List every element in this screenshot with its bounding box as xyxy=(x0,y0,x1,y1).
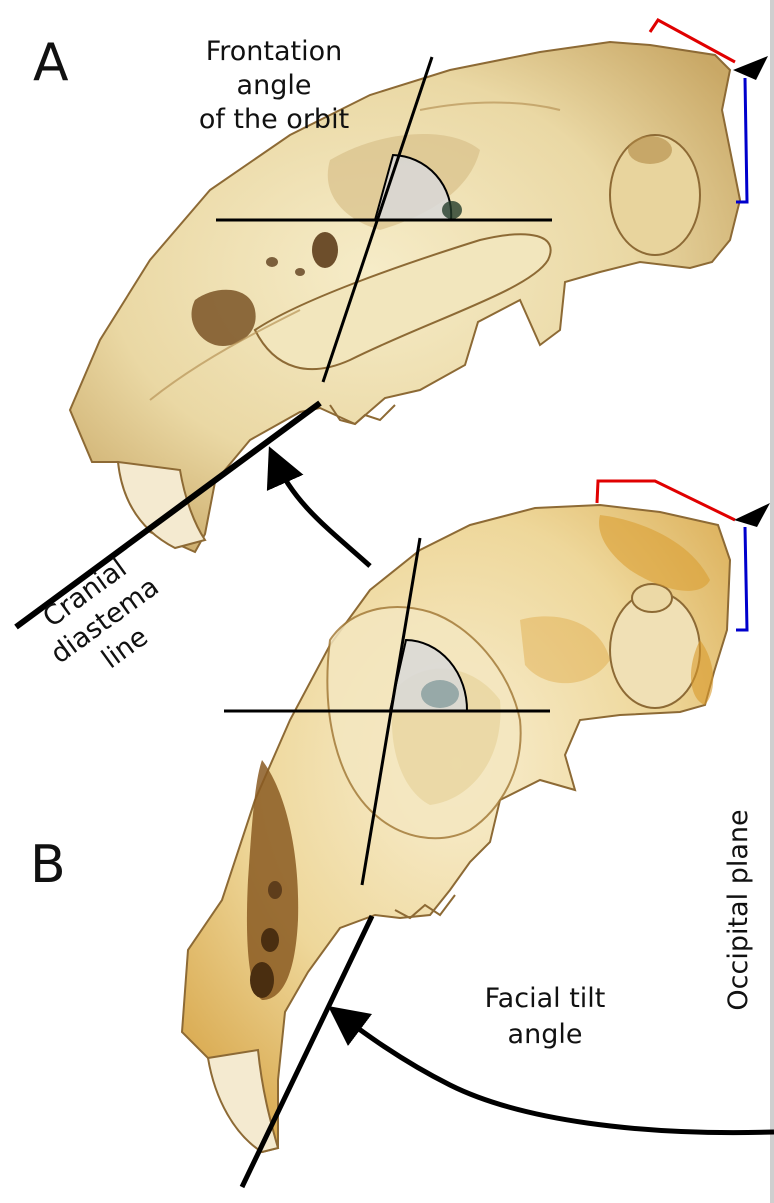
panel-label-a: A xyxy=(33,33,69,93)
facial-label-line-2: angle xyxy=(508,1019,583,1050)
skull-a-photo xyxy=(70,42,740,552)
frontation-label-line-2: angle xyxy=(237,70,312,101)
cranial-diastema-label: Cranial diastema line xyxy=(25,544,185,698)
facial-tilt-label: Facial tilt angle xyxy=(485,983,606,1050)
frontation-label-line-1: Frontation xyxy=(206,36,343,67)
occipital-plane-label: Occipital plane xyxy=(723,809,754,1010)
occipital-arrowhead-a xyxy=(733,56,768,80)
occipital-arrowhead-b xyxy=(734,503,770,527)
panel-label-b: B xyxy=(30,835,66,895)
skull-b-photo xyxy=(182,505,730,1152)
frontation-label-line-3: of the orbit xyxy=(199,104,349,135)
rotation-arrow-cranial xyxy=(275,460,370,566)
frontation-angle-label: Frontation angle of the orbit xyxy=(199,36,349,135)
occipital-bracket-b xyxy=(736,527,747,630)
facial-label-line-1: Facial tilt xyxy=(485,983,606,1014)
